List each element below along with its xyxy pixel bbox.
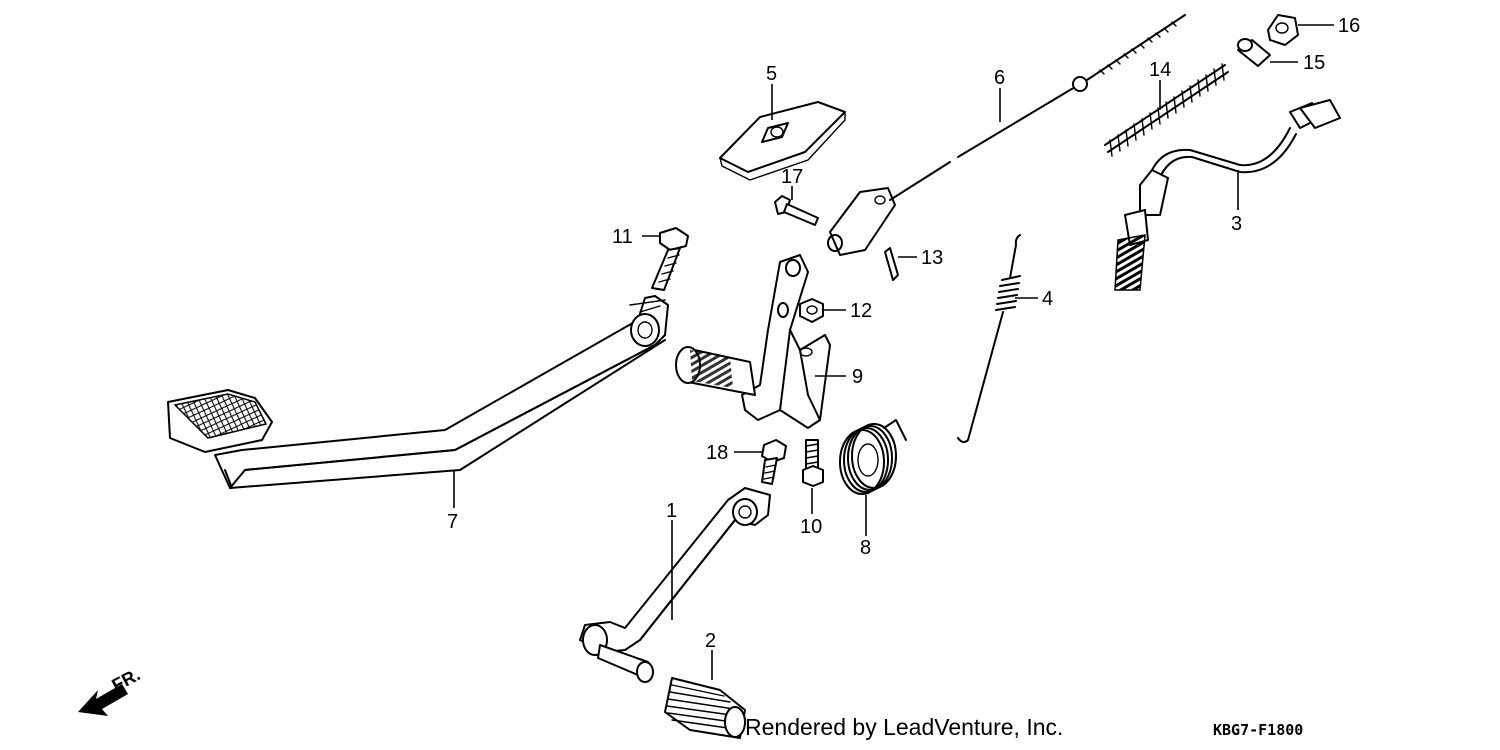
pin-17 <box>774 195 819 226</box>
brake-pedal <box>167 295 669 489</box>
callout-3: 3 <box>1231 213 1242 235</box>
callout-16: 16 <box>1338 15 1360 37</box>
switch-spring-14 <box>1104 63 1229 157</box>
footer-credit: Rendered by LeadVenture, Inc. <box>745 714 1064 740</box>
bolt-18 <box>761 439 787 485</box>
leader-lines <box>453 24 1334 680</box>
callout-9: 9 <box>852 366 863 388</box>
callout-5: 5 <box>766 63 777 85</box>
pivot-spring-8 <box>839 419 907 495</box>
diagram-code: KBG7-F1800 <box>1213 721 1304 739</box>
callout-1: 1 <box>666 500 677 522</box>
callout-6: 6 <box>994 67 1005 89</box>
bolt-11 <box>651 227 689 291</box>
callout-13: 13 <box>921 247 943 269</box>
callout-14: 14 <box>1149 59 1171 81</box>
bolt-10 <box>802 439 824 487</box>
rubber-peg-2 <box>664 677 746 739</box>
callout-8: 8 <box>860 537 871 559</box>
return-spring-4 <box>957 234 1021 444</box>
brake-arm <box>675 254 831 429</box>
callout-11: 11 <box>612 226 633 248</box>
plate-5 <box>719 101 846 181</box>
callout-numbers: 1 2 3 4 5 6 7 8 9 10 11 12 13 14 15 16 1… <box>447 15 1360 652</box>
callout-10: 10 <box>800 516 822 538</box>
lower-arm-1 <box>579 487 771 683</box>
callout-12: 12 <box>850 300 872 322</box>
rubber-tube-15 <box>1237 38 1271 67</box>
callout-2: 2 <box>705 630 716 652</box>
front-direction-arrow: FR. <box>78 664 143 716</box>
callout-7: 7 <box>447 511 458 533</box>
callout-18: 18 <box>706 442 728 464</box>
callout-4: 4 <box>1042 288 1053 310</box>
callout-17: 17 <box>781 166 803 188</box>
cap-nut-16 <box>1267 14 1299 46</box>
brake-rod <box>827 14 1186 256</box>
cotter-pin-13 <box>884 247 899 281</box>
nut-12 <box>799 298 824 323</box>
stop-switch-3 <box>1114 99 1341 291</box>
callout-15: 15 <box>1303 52 1325 74</box>
front-arrow-icon <box>78 684 128 716</box>
